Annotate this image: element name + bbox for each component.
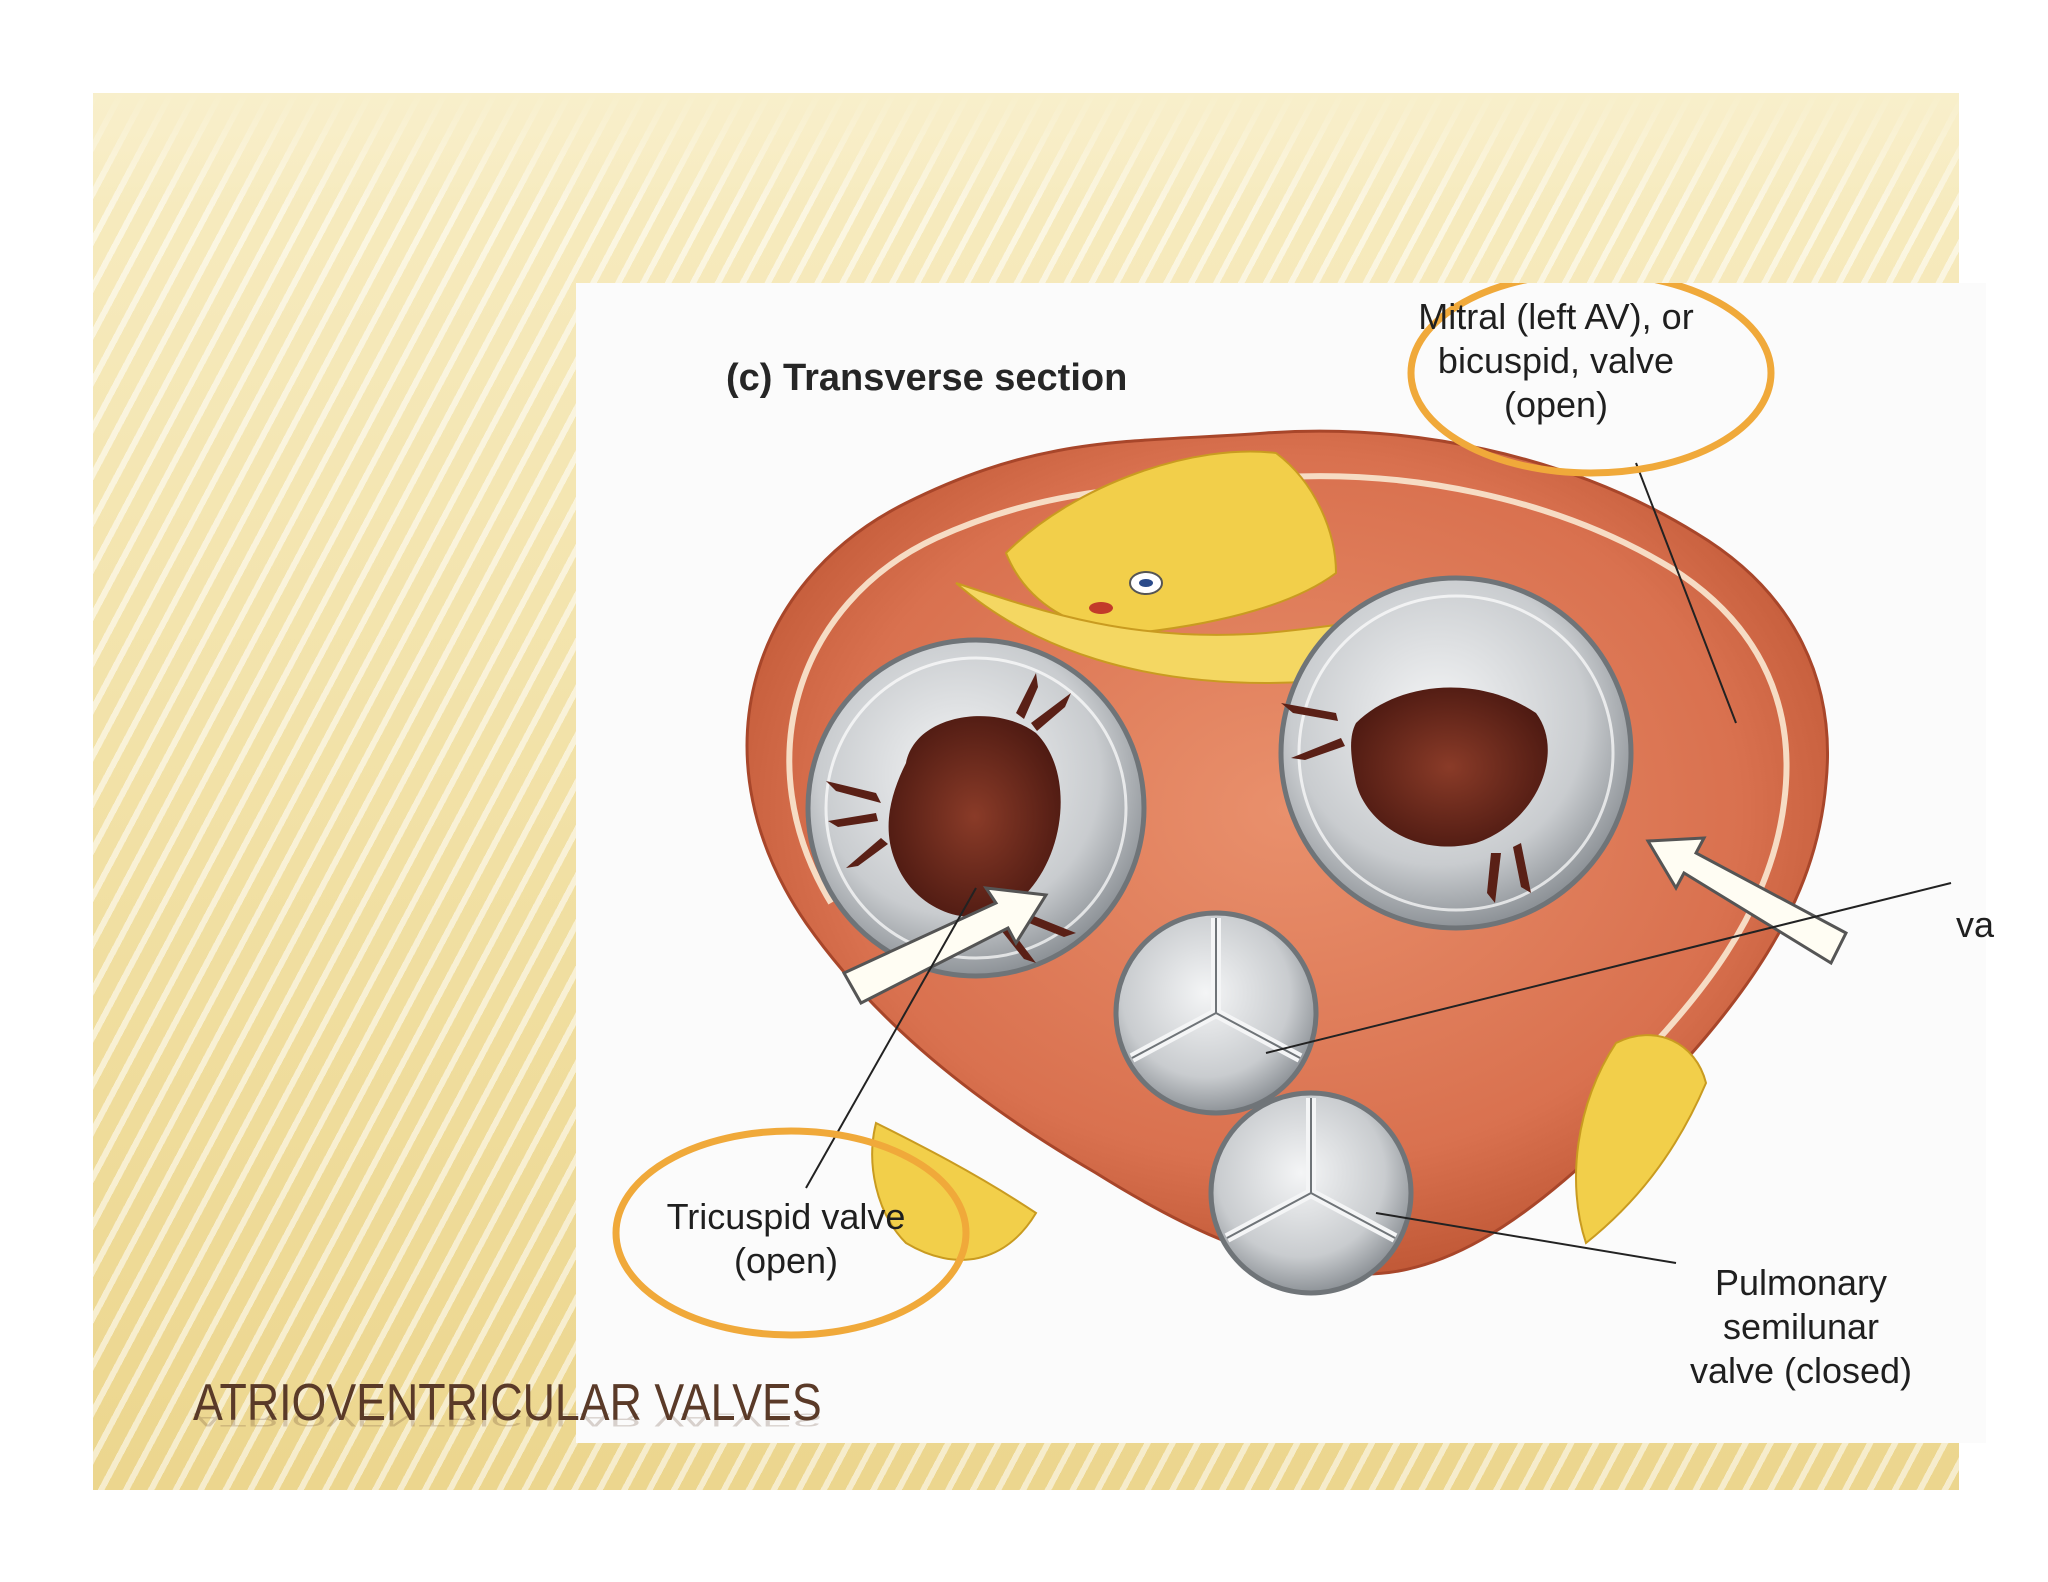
highlight-ellipse-mitral <box>1407 283 1775 477</box>
pericardium-ring <box>786 473 1790 1106</box>
fat-tissue-right <box>1575 1034 1708 1245</box>
pulmonary-valve-label: Pulmonary semilunar valve (closed) <box>1656 1261 1946 1393</box>
slide-title-reflection: ATRIOVENTRICULAR VALVES <box>193 1409 822 1430</box>
leader-mitral <box>1635 462 1737 724</box>
coronary-artery <box>1089 602 1113 614</box>
tricuspid-valve <box>805 637 1147 979</box>
arrow-into-tricuspid <box>841 886 1049 1005</box>
pulmonary-label-line: Pulmonary <box>1714 1262 1888 1303</box>
mitral-valve <box>1278 575 1634 931</box>
arrow-into-mitral <box>1645 836 1848 966</box>
tricuspid-label-line: Tricuspid valve <box>666 1196 906 1237</box>
figure-title: (c) Transverse section <box>726 357 1128 399</box>
pulmonary-label-line: valve (closed) <box>1689 1349 1913 1391</box>
coronary-vessel-inner <box>1139 579 1153 587</box>
tricuspid-valve-label: Tricuspid valve (open) <box>636 1195 936 1283</box>
leader-pulmonary <box>1375 1212 1677 1264</box>
leader-tricuspid <box>805 887 977 1189</box>
pulmonary-label-line: semilunar <box>1722 1305 1880 1347</box>
cut-off-label: va <box>1956 904 1995 945</box>
mitral-label-line: (open) <box>1503 383 1609 425</box>
highlight-ellipse-tricuspid <box>612 1127 970 1339</box>
slide-title: ATRIOVENTRICULAR VALVES <box>193 1374 822 1432</box>
aortic-valve <box>1113 910 1319 1116</box>
heart-transverse-section-figure: (c) Transverse section Mitral (left AV),… <box>576 283 1994 1443</box>
mitral-valve-label: Mitral (left AV), or bicuspid, valve (op… <box>1406 295 1706 427</box>
leader-cut-off <box>1265 882 1952 1054</box>
mitral-label-line: Mitral (left AV), or <box>1418 296 1694 337</box>
slide-background: (c) Transverse section Mitral (left AV),… <box>93 93 1994 1490</box>
mitral-label-line: bicuspid, valve <box>1437 339 1675 381</box>
heart-illustration <box>612 283 1952 1339</box>
pulmonary-valve <box>1208 1090 1414 1296</box>
tricuspid-label-line: (open) <box>733 1239 839 1281</box>
